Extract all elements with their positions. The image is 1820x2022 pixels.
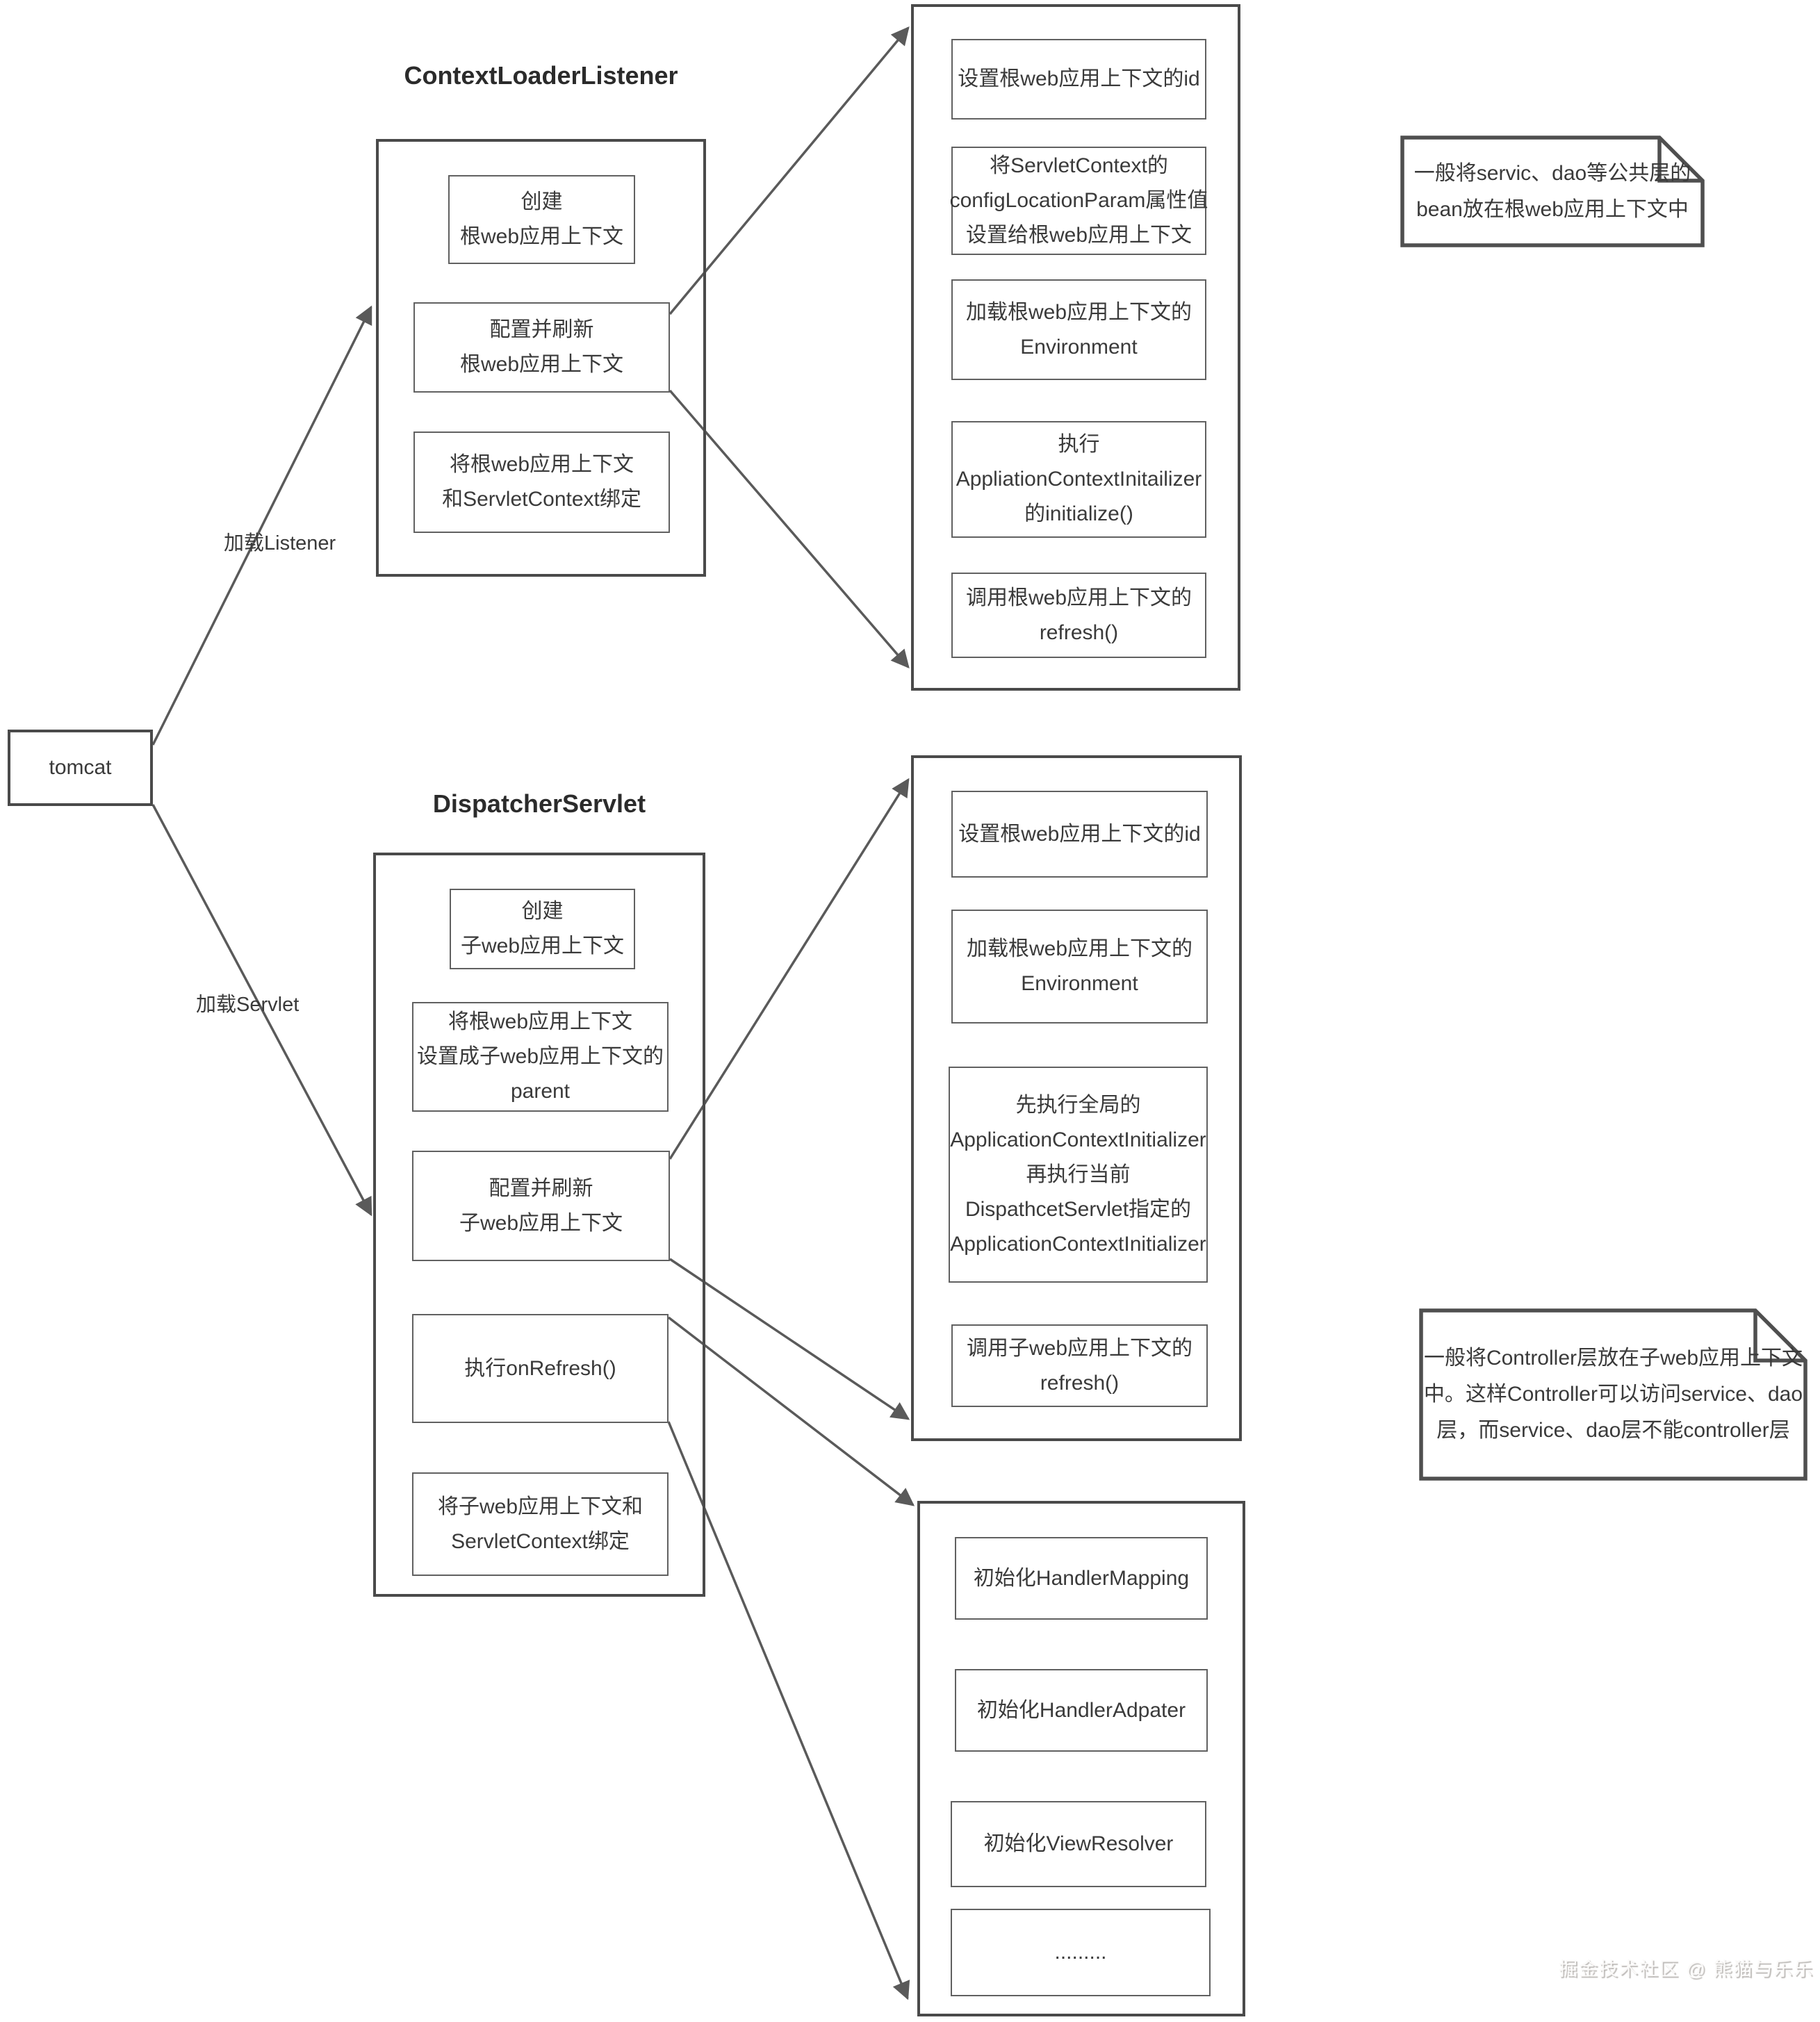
text-line: configLocationParam属性值 — [949, 189, 1208, 212]
step-load-environment-child: 加载根web应用上下文的 Environment — [951, 910, 1208, 1024]
edge-label-load-servlet: 加载Servlet — [196, 994, 300, 1016]
text-line: ......... — [1054, 1941, 1107, 1964]
text-line: 调用子web应用上下文的 — [966, 1336, 1193, 1360]
text-line: 将根web应用上下文 — [449, 453, 634, 476]
note-child-shape — [1419, 1308, 1807, 1481]
step-init-others-ellipsis: ......... — [951, 1909, 1211, 1996]
text-line: AppliationContextInitailizer — [956, 468, 1202, 491]
text-line: 一般将servic、dao等公共层的 — [1413, 161, 1691, 185]
step-create-child-context: 创建 子web应用上下文 — [450, 889, 635, 969]
text-line: 将子web应用上下文和 — [437, 1495, 643, 1518]
text-line: 根web应用上下文 — [459, 353, 624, 376]
context-loader-listener-title: ContextLoaderListener — [404, 61, 678, 90]
note-root-context-beans: 一般将servic、dao等公共层的 bean放在根web应用上下文中 — [1402, 138, 1703, 245]
onrefresh-detail-container — [917, 1501, 1245, 2016]
text-line: 将根web应用上下文 — [448, 1010, 633, 1033]
text-line: 再执行当前 — [1026, 1162, 1131, 1186]
text-line: 将ServletContext的 — [990, 154, 1168, 177]
step-set-context-id-child: 设置根web应用上下文的id — [951, 791, 1208, 878]
step-call-child-refresh: 调用子web应用上下文的 refresh() — [951, 1324, 1208, 1407]
step-set-configlocationparam: 将ServletContext的 configLocationParam属性值 … — [949, 147, 1208, 255]
step-create-root-context: 创建 根web应用上下文 — [448, 175, 635, 264]
edge-child-refresh-to-detail-bottom — [669, 1258, 910, 1420]
text-line: 和ServletContext绑定 — [442, 488, 641, 511]
text-line: refresh() — [1039, 620, 1119, 644]
text-line: 配置并刷新 — [489, 1176, 593, 1200]
tomcat-label: tomcat — [49, 756, 112, 779]
text-line: 层，而service、dao层不能controller层 — [1436, 1419, 1790, 1442]
context-loader-listener-container — [376, 139, 706, 577]
note-root-shape — [1400, 135, 1705, 247]
step-execute-global-then-local-initializers: 先执行全局的 ApplicationContextInitializer 再执行… — [949, 1067, 1208, 1283]
note-child-context-controller: 一般将Controller层放在子web应用上下文 中。这样Controller… — [1421, 1310, 1805, 1479]
edge-tomcat-to-listener — [151, 305, 372, 746]
note-root-fold-icon — [1657, 138, 1703, 183]
edge-onrefresh-to-detail-bottom — [667, 1421, 910, 2000]
edge-tomcat-to-servlet — [151, 804, 372, 1217]
text-line: 设置根web应用上下文的id — [958, 822, 1201, 846]
text-line: bean放在根web应用上下文中 — [1416, 197, 1689, 221]
step-configure-refresh-child-context: 配置并刷新 子web应用上下文 — [412, 1151, 670, 1261]
edge-root-refresh-to-detail-bottom — [669, 389, 910, 668]
text-line: 一般将Controller层放在子web应用上下文 — [1423, 1347, 1803, 1370]
text-line: 调用根web应用上下文的 — [965, 586, 1192, 609]
text-line: 设置根web应用上下文的id — [958, 67, 1200, 90]
step-bind-root-context-servletcontext: 将根web应用上下文 和ServletContext绑定 — [413, 431, 670, 533]
edge-label-load-listener: 加载Listener — [224, 532, 336, 554]
edge-child-refresh-to-detail-top — [669, 778, 910, 1160]
edge-root-refresh-to-detail-top — [669, 26, 910, 315]
dispatcher-servlet-title: DispatcherServlet — [432, 789, 646, 818]
step-load-root-environment: 加载根web应用上下文的 Environment — [951, 279, 1206, 380]
text-line: 中。这样Controller可以访问service、dao — [1423, 1383, 1803, 1406]
step-set-root-as-parent: 将根web应用上下文 设置成子web应用上下文的 parent — [412, 1002, 669, 1112]
text-line: 的initialize() — [1024, 502, 1133, 525]
step-execute-onrefresh: 执行onRefresh() — [412, 1314, 669, 1423]
watermark-text: 掘金技术社区 @ 熊猫与乐乐 — [1559, 1959, 1814, 1980]
text-line: 先执行全局的 — [1015, 1093, 1141, 1117]
text-line: 设置给根web应用上下文 — [965, 224, 1192, 247]
text-line: Environment — [1020, 335, 1138, 359]
text-line: 初始化ViewResolver — [983, 1832, 1174, 1855]
text-line: Environment — [1021, 972, 1138, 995]
tomcat-node: tomcat — [8, 730, 153, 806]
step-init-handlermapping: 初始化HandlerMapping — [955, 1537, 1208, 1620]
text-line: 加载根web应用上下文的 — [965, 300, 1192, 324]
step-configure-refresh-root-context: 配置并刷新 根web应用上下文 — [413, 302, 670, 393]
text-line: 执行onRefresh() — [464, 1356, 616, 1380]
text-line: ServletContext绑定 — [451, 1529, 630, 1553]
text-line: refresh() — [1040, 1371, 1120, 1395]
dispatcher-servlet-container — [373, 853, 705, 1597]
text-line: 初始化HandlerAdpater — [976, 1698, 1186, 1722]
text-line: 配置并刷新 — [489, 318, 594, 341]
text-line: 设置成子web应用上下文的 — [416, 1045, 664, 1068]
text-line: 初始化HandlerMapping — [973, 1566, 1190, 1590]
text-line: 创建 — [520, 190, 563, 213]
text-line: 子web应用上下文 — [459, 1211, 623, 1235]
edge-onrefresh-to-detail-top — [667, 1316, 915, 1506]
step-set-root-context-id: 设置根web应用上下文的id — [951, 39, 1206, 120]
child-context-detail-container — [911, 755, 1242, 1441]
text-line: 加载根web应用上下文的 — [966, 937, 1193, 960]
step-call-root-refresh: 调用根web应用上下文的 refresh() — [951, 573, 1206, 658]
text-line: DispathcetServlet指定的 — [965, 1197, 1192, 1221]
root-context-detail-container — [911, 4, 1240, 691]
text-line: parent — [510, 1080, 571, 1103]
text-line: 执行 — [1058, 433, 1100, 456]
text-line: ApplicationContextInitializer — [950, 1232, 1206, 1256]
step-execute-applicationcontextinitializer: 执行 AppliationContextInitailizer 的initial… — [951, 421, 1206, 538]
step-init-viewresolver: 初始化ViewResolver — [951, 1801, 1206, 1887]
note-child-fold-icon — [1753, 1310, 1805, 1363]
step-bind-child-context-servletcontext: 将子web应用上下文和 ServletContext绑定 — [412, 1472, 669, 1576]
step-init-handleradapter: 初始化HandlerAdpater — [955, 1669, 1208, 1752]
text-line: 根web应用上下文 — [459, 225, 624, 248]
text-line: ApplicationContextInitializer — [950, 1128, 1206, 1151]
text-line: 创建 — [521, 900, 564, 923]
text-line: 子web应用上下文 — [460, 935, 625, 957]
